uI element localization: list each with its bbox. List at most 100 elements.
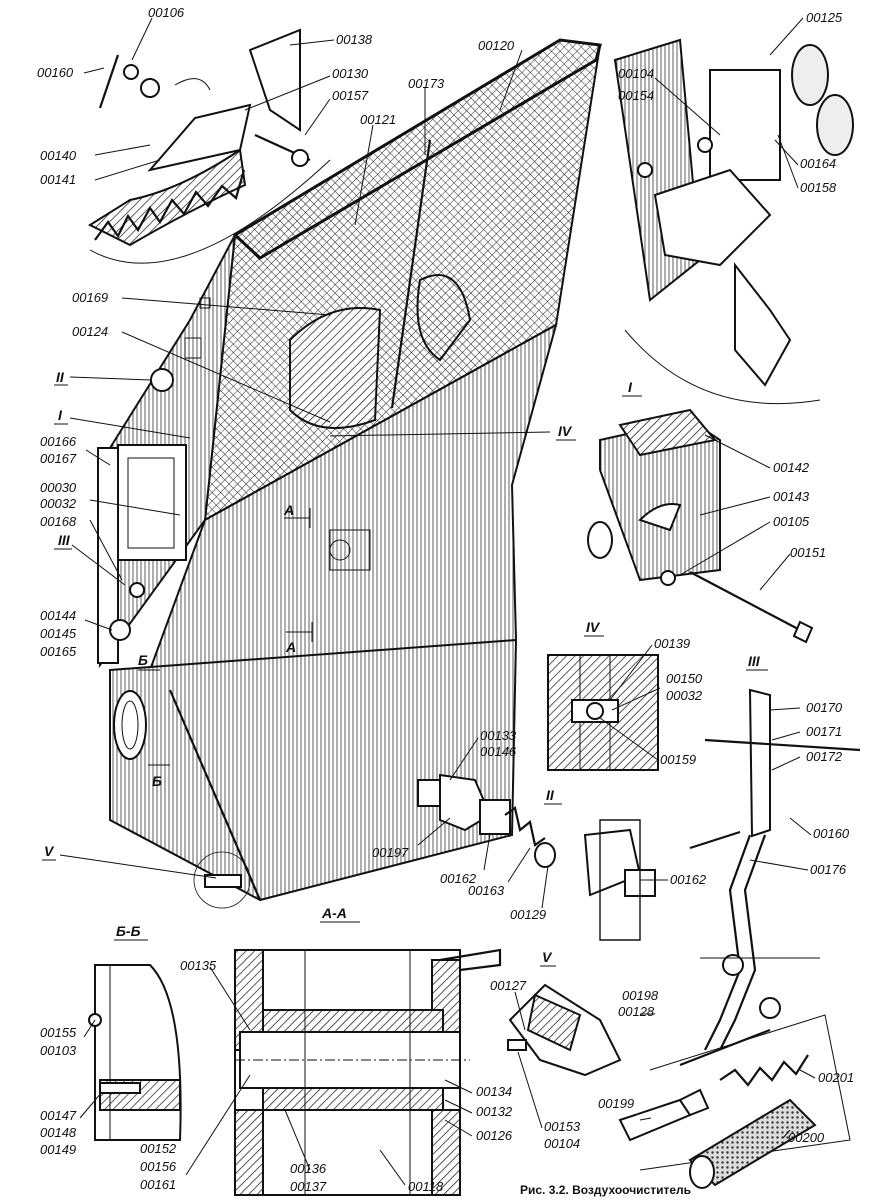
clamp-detail [613, 38, 854, 405]
label-00156: 00156 [140, 1159, 177, 1174]
label-00173: 00173 [408, 76, 445, 91]
label-00161: 00161 [140, 1177, 176, 1192]
label-00155: 00155 [40, 1025, 77, 1040]
label-00146: 00146 [480, 744, 517, 759]
section-title-a-a: A-A [321, 905, 347, 921]
section-markers: II I III IV V I IV III II V A-A Б-Б A A … [42, 369, 768, 967]
marker-ii-body: II [56, 369, 65, 385]
label-00200: 00200 [788, 1130, 825, 1145]
label-00142: 00142 [773, 460, 810, 475]
cutaway-interior [289, 307, 382, 429]
label-00199: 00199 [598, 1096, 634, 1111]
label-00159: 00159 [660, 752, 696, 767]
label-00147: 00147 [40, 1108, 77, 1123]
main-body [97, 38, 602, 909]
marker-i-body: I [58, 407, 63, 423]
label-00144: 00144 [40, 608, 76, 623]
label-00130: 00130 [332, 66, 369, 81]
label-00176: 00176 [810, 862, 847, 877]
label-00137: 00137 [290, 1179, 327, 1194]
label-00103: 00103 [40, 1043, 77, 1058]
lower-tank [109, 638, 518, 902]
label-00158: 00158 [800, 180, 837, 195]
detail-v-marker [193, 851, 251, 909]
label-00145: 00145 [40, 626, 77, 641]
label-00198: 00198 [622, 988, 659, 1003]
cut-mark-a-bottom: A [285, 639, 296, 655]
label-00148: 00148 [40, 1125, 77, 1140]
label-00160-top: 00160 [37, 65, 74, 80]
section-title-b-b: Б-Б [116, 923, 141, 939]
detail-iii [689, 688, 861, 1051]
detail-iv [547, 654, 659, 771]
label-00143: 00143 [773, 489, 810, 504]
detail-ii [417, 773, 656, 941]
label-00201: 00201 [818, 1070, 854, 1085]
label-00170: 00170 [806, 700, 843, 715]
spring-knob-detail [618, 1014, 851, 1189]
label-00118: 00118 [408, 1179, 444, 1194]
label-00164: 00164 [800, 156, 836, 171]
detail-v [507, 983, 622, 1077]
label-00149: 00149 [40, 1142, 76, 1157]
marker-iv-body: IV [558, 423, 573, 439]
label-00160-right: 00160 [813, 826, 850, 841]
inspection-window [117, 444, 187, 561]
section-b-b [88, 964, 182, 1141]
label-00126: 00126 [476, 1128, 513, 1143]
label-00136: 00136 [290, 1161, 327, 1176]
label-00104-bottom: 00104 [544, 1136, 580, 1151]
label-00169: 00169 [72, 290, 108, 305]
label-00104: 00104 [618, 66, 654, 81]
label-00151: 00151 [790, 545, 826, 560]
label-00163: 00163 [468, 883, 505, 898]
label-00133: 00133 [480, 728, 517, 743]
label-00167: 00167 [40, 451, 77, 466]
leader-lines [59, 17, 816, 1186]
detail-title-i: I [628, 379, 633, 395]
label-00138: 00138 [336, 32, 373, 47]
label-00128: 00128 [618, 1004, 655, 1019]
cut-mark-b-top: Б [138, 652, 148, 668]
filter-frame [232, 38, 602, 260]
label-00139: 00139 [654, 636, 690, 651]
figure-caption: Рис. 3.2. Воздухоочиститель [520, 1183, 691, 1197]
cut-mark-a-top: A [283, 502, 294, 518]
latch-detail [87, 28, 331, 264]
label-00172: 00172 [806, 749, 843, 764]
label-00171: 00171 [806, 724, 842, 739]
label-00134: 00134 [476, 1084, 512, 1099]
label-00132: 00132 [476, 1104, 513, 1119]
label-00168: 00168 [40, 514, 77, 529]
detail-title-ii: II [546, 787, 555, 803]
part-labels: 00106 00138 00125 00120 00160 00130 0010… [37, 5, 854, 1194]
label-00162-right: 00162 [670, 872, 707, 887]
label-00030: 00030 [40, 480, 77, 495]
drain-window [113, 690, 147, 760]
label-00125: 00125 [806, 10, 843, 25]
label-00120: 00120 [478, 38, 515, 53]
label-00124: 00124 [72, 324, 108, 339]
label-00150: 00150 [666, 671, 703, 686]
label-00162-left: 00162 [440, 871, 477, 886]
label-00127: 00127 [490, 978, 527, 993]
label-00153: 00153 [544, 1119, 581, 1134]
label-00135: 00135 [180, 958, 217, 973]
label-00105: 00105 [773, 514, 810, 529]
marker-v-body: V [44, 843, 55, 859]
section-a-a [234, 948, 502, 1196]
label-00152: 00152 [140, 1141, 177, 1156]
detail-title-iii: III [748, 653, 761, 669]
cut-mark-b-bottom: Б [152, 773, 162, 789]
detail-i [587, 408, 814, 644]
detail-title-v: V [542, 949, 553, 965]
label-00140: 00140 [40, 148, 77, 163]
label-00197: 00197 [372, 845, 409, 860]
label-00106: 00106 [148, 5, 185, 20]
detail-title-iv: IV [586, 619, 601, 635]
marker-iii-body: III [58, 532, 71, 548]
label-00165: 00165 [40, 644, 77, 659]
label-00141: 00141 [40, 172, 76, 187]
label-00032-left: 00032 [40, 496, 77, 511]
